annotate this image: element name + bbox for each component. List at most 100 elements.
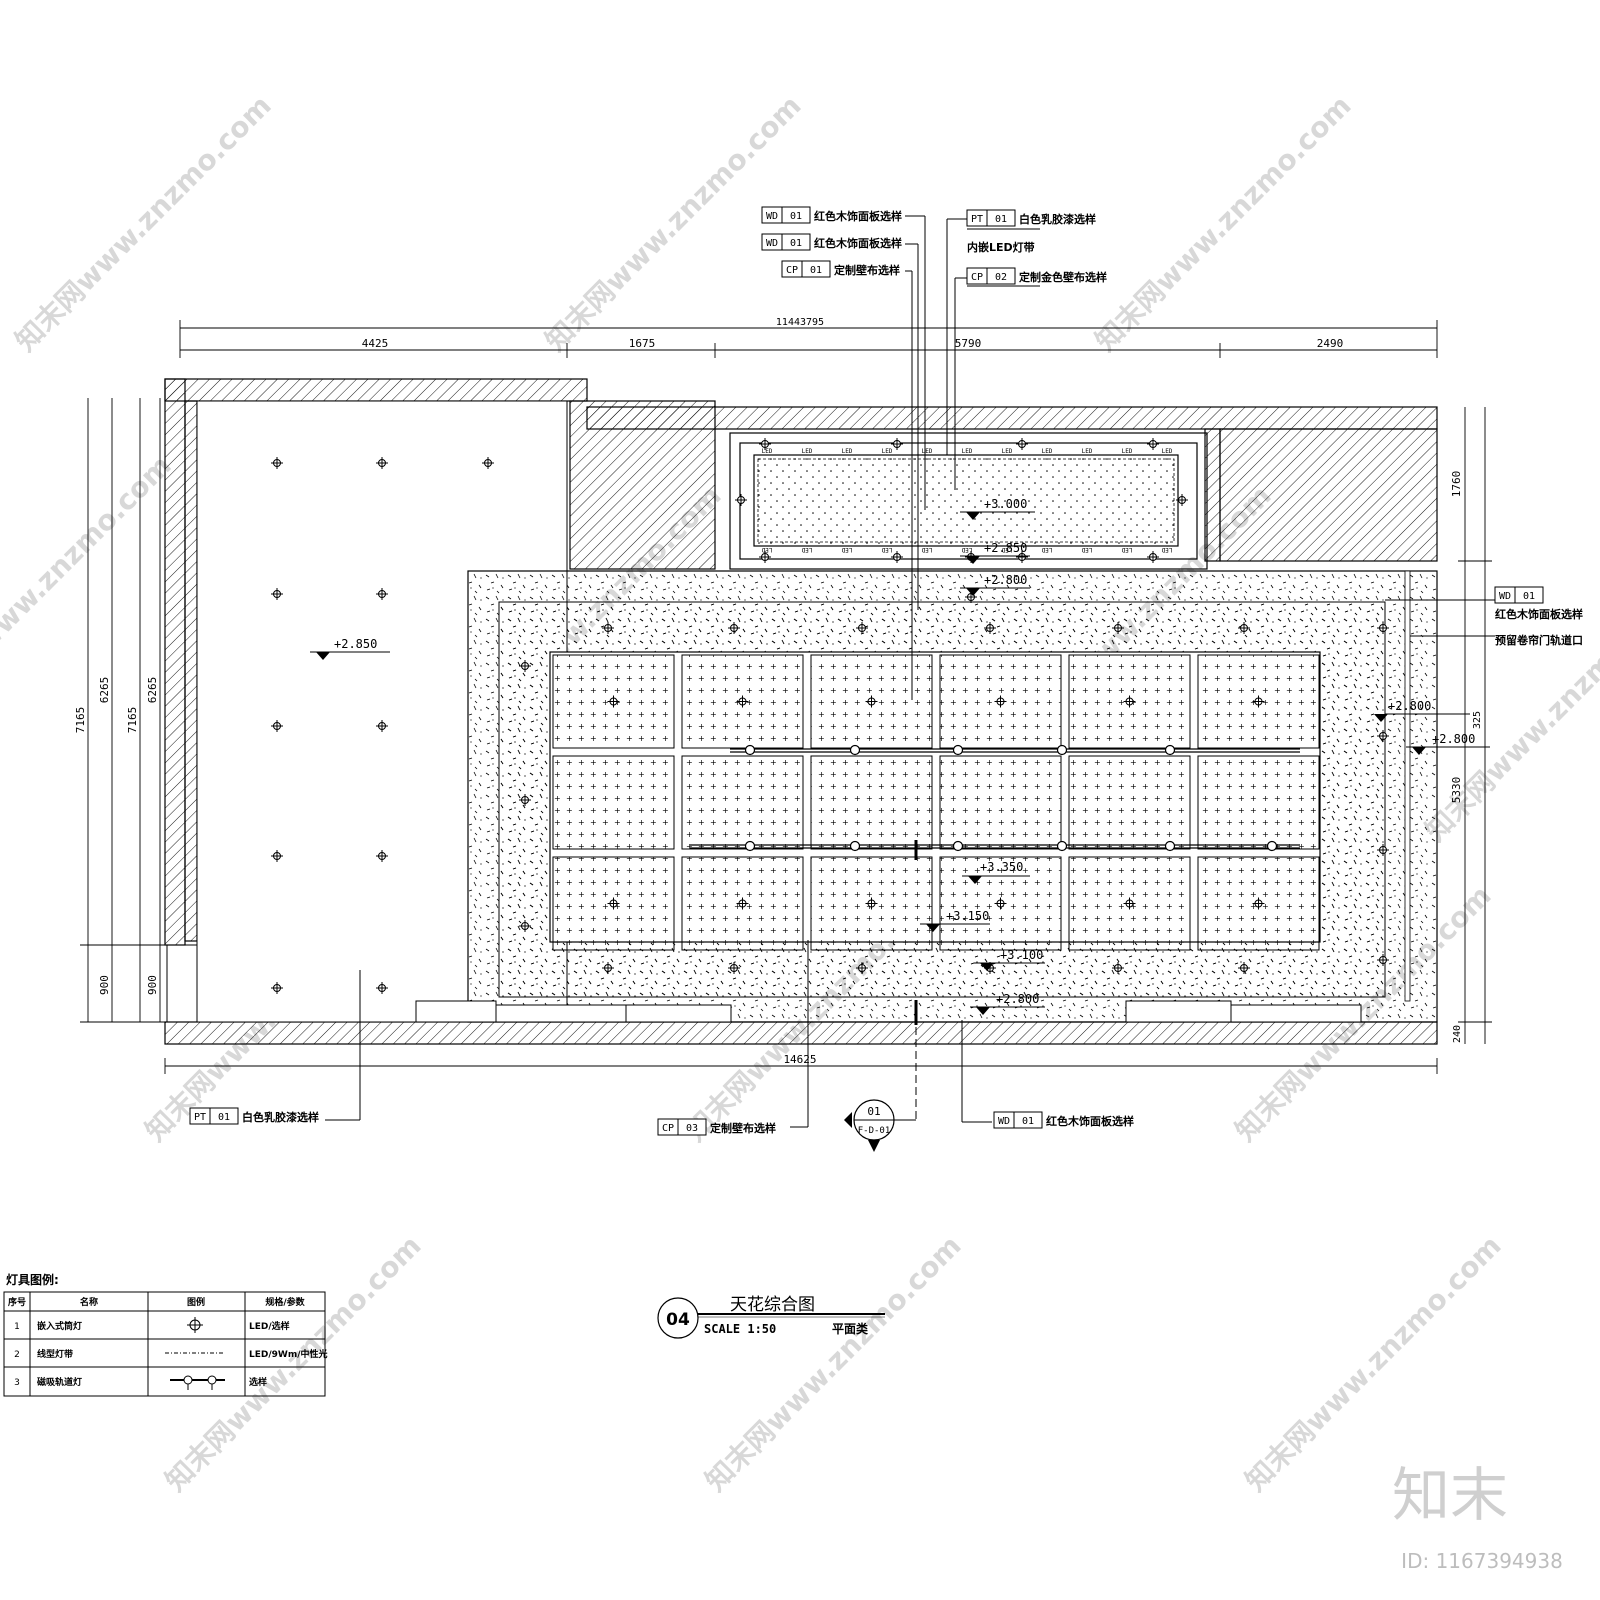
level-right-a: +2.800 [1374,699,1431,722]
downlight-icon [1238,962,1250,974]
level-bottom: +2.800 [970,992,1045,1015]
track-light-fixture [849,840,861,852]
material-note: 定制壁布选样 [710,1121,776,1135]
downlight-icon [735,494,747,506]
watermark-text: 知末网www.znzmo.com [9,89,278,358]
led-label: LED [1041,546,1052,553]
title-number: 04 [666,1310,690,1330]
legend-col-symbol: 图例 [187,1296,205,1308]
bottom-openings [415,1000,1362,1023]
downlight-icon [607,897,620,910]
material-code: WD [998,1116,1010,1127]
downlight-icon [1377,730,1389,742]
downlight-icon [865,695,878,708]
legend-row-1-name: 嵌入式筒灯 [37,1320,82,1332]
downlight-icon [602,962,614,974]
dim-seg-3: 5790 [955,337,982,350]
level-step: +2.800 [960,573,1030,596]
svg-text:+3.100: +3.100 [1000,948,1043,962]
led-label: LED [1162,448,1173,455]
svg-text:+2.800: +2.800 [1432,732,1475,746]
material-code: CP [662,1123,674,1134]
dim-top-total: 11443795 [776,317,824,328]
track-light-fixture [744,744,756,756]
legend-row-2-name: 线型灯带 [37,1348,73,1360]
downlight-icon [519,660,531,672]
led-label: LED [962,448,973,455]
dim-seg-1: 4425 [362,337,389,350]
section-marker-bottom: F-D-01 [858,1126,891,1136]
legend-row-1-spec: LED/选样 [249,1320,290,1332]
watermark-text: 知末网www.znzmo.com [159,1229,428,1498]
material-note: 定制金色壁布选样 [1019,270,1107,284]
ceiling-panel [939,856,1062,951]
track-light-fixture [1056,744,1068,756]
led-label: LED [1121,546,1132,553]
downlight-icon [607,695,620,708]
svg-text:+2.800: +2.800 [984,573,1027,587]
ceiling-panel [939,654,1062,749]
legend-row-3-name: 磁吸轨道灯 [37,1376,82,1388]
led-label: LED [1081,546,1092,553]
ceiling-panel [681,755,804,850]
ceiling-panel [810,755,933,850]
track-light-fixture [1056,840,1068,852]
legend-col-no: 序号 [8,1296,26,1308]
downlight-icon [271,850,283,862]
track-lights [690,748,1300,849]
downlight-icon [482,457,494,469]
downlight-icon [728,622,740,634]
svg-text:+2.800: +2.800 [996,992,1039,1006]
dim-seg-4: 2490 [1317,337,1344,350]
drawing-title: 04 天花综合图 SCALE 1:50 平面类 [657,1295,885,1339]
upper-recess: LEDLEDLEDLEDLEDLEDLEDLEDLEDLEDLEDLEDLEDL… [753,448,1179,553]
downlight-icon [865,897,878,910]
downlight-icon [1176,494,1188,506]
legend-row-3-spec: 选样 [249,1376,267,1388]
led-label: LED [842,448,853,455]
legend-row-2-spec: LED/9Wm/中性光 [249,1348,328,1360]
level-markers: +2.850 +3.000 +2.850 +2.800 +2.800 +2.80… [310,497,1490,1015]
downlight-icon [1147,551,1159,563]
downlight-icon [1016,438,1028,450]
legend-col-name: 名称 [80,1296,98,1308]
track-light-icon [170,1375,225,1390]
material-note: 白色乳胶漆选样 [242,1110,319,1124]
svg-text:+2.800: +2.800 [1388,699,1431,713]
led-label: LED [882,448,893,455]
ceiling-panel [552,856,675,951]
material-note: 白色乳胶漆选样 [1019,212,1096,226]
dim-left-inner-2: 6265 [146,677,159,704]
downlight-icon [376,720,388,732]
level-center-a: +3.350 [962,860,1030,884]
callout-leaders [325,215,1495,1128]
material-note: 定制壁布选样 [834,263,900,277]
level-left-room: +2.850 [310,637,390,660]
downlight-icon [1238,622,1250,634]
led-label: LED [1082,448,1093,455]
ceiling-panel [939,755,1062,850]
dim-left-bottom-2: 900 [146,975,159,995]
downlight-icon [1123,897,1136,910]
downlight-icon [994,897,1007,910]
downlight-icon [1252,897,1265,910]
material-note: 内嵌LED灯带 [967,240,1035,254]
downlight-icon [736,897,749,910]
downlight-icon [271,982,283,994]
downlight-icon [1377,844,1389,856]
led-label: LED [1042,448,1053,455]
level-recess-top: +3.000 [960,497,1035,520]
downlight-icon [1377,622,1389,634]
ceiling-panel-grid [552,654,1320,951]
material-number: 01 [810,265,822,276]
watermark-text: 知末网www.znzmo.com [1089,89,1358,358]
track-light-fixture [849,744,861,756]
dim-right-mid: 5330 [1450,777,1463,804]
material-number: 01 [218,1112,230,1123]
dim-left-bottom: 900 [98,975,111,995]
